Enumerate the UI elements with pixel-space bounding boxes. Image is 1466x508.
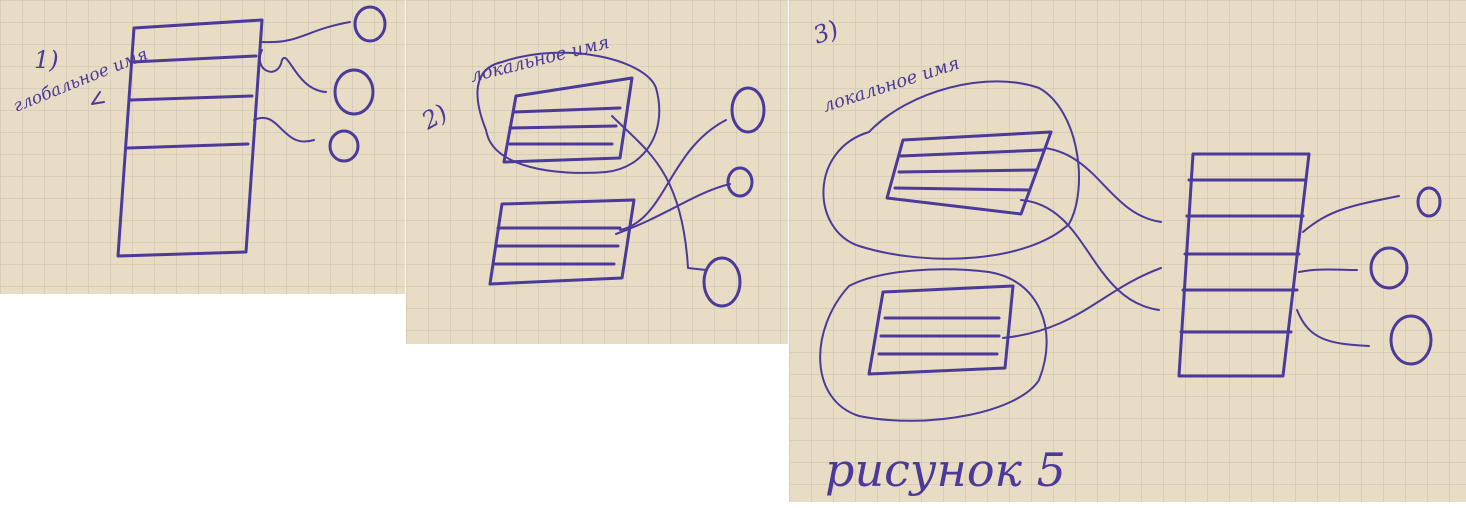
arrow-3 xyxy=(253,116,315,143)
arrow-global-to-circle-1 xyxy=(1302,195,1400,233)
arrow-2 xyxy=(258,49,327,93)
arrow-global-to-circle-3 xyxy=(1296,309,1370,347)
arrow-bottom-to-top-circle xyxy=(619,119,727,231)
global-table xyxy=(116,18,264,258)
local-table-top xyxy=(502,76,634,164)
pointer-arrow xyxy=(91,91,105,105)
arrow-top-to-global-1 xyxy=(1044,147,1162,223)
object-circle-mid xyxy=(726,166,754,198)
panel-global-name: 1) глобальное имя xyxy=(0,0,405,294)
arrow-bottom-to-mid-circle xyxy=(615,183,731,235)
panel-1-drawing: 1) глобальное имя xyxy=(0,0,405,294)
local-scope-blob-top xyxy=(822,80,1080,260)
panel-local-name: локальное имя 2) xyxy=(406,0,788,344)
table-bottom xyxy=(488,198,636,286)
object-circle-top xyxy=(730,86,766,134)
arrow-bottom-to-global xyxy=(1002,267,1162,339)
panel-1-number: 1) xyxy=(34,46,59,74)
global-table xyxy=(1177,152,1311,378)
panel-combined: 3) локальное имя xyxy=(789,0,1466,502)
object-circle-bottom xyxy=(702,256,742,308)
object-circle-1 xyxy=(1416,186,1442,218)
object-circle-3 xyxy=(328,129,360,163)
object-circle-1 xyxy=(353,5,387,43)
arrow-1 xyxy=(261,21,351,44)
arrow-top-to-bottom-circle xyxy=(611,115,707,271)
local-scope-blob-bottom xyxy=(819,268,1048,422)
object-circle-2 xyxy=(333,68,375,116)
object-circle-3 xyxy=(1389,314,1433,366)
panel-2-drawing: локальное имя 2) xyxy=(406,0,788,344)
arrow-global-to-circle-2 xyxy=(1298,268,1358,273)
local-table-top xyxy=(885,130,1053,216)
object-circle-2 xyxy=(1369,246,1409,290)
local-scope-blob xyxy=(476,51,661,174)
local-table-bottom xyxy=(867,284,1015,376)
arrow-top-to-global-2 xyxy=(1020,199,1160,311)
figure-caption: рисунок 5 xyxy=(825,443,1066,497)
panel-3-drawing: 3) локальное имя xyxy=(789,0,1466,502)
